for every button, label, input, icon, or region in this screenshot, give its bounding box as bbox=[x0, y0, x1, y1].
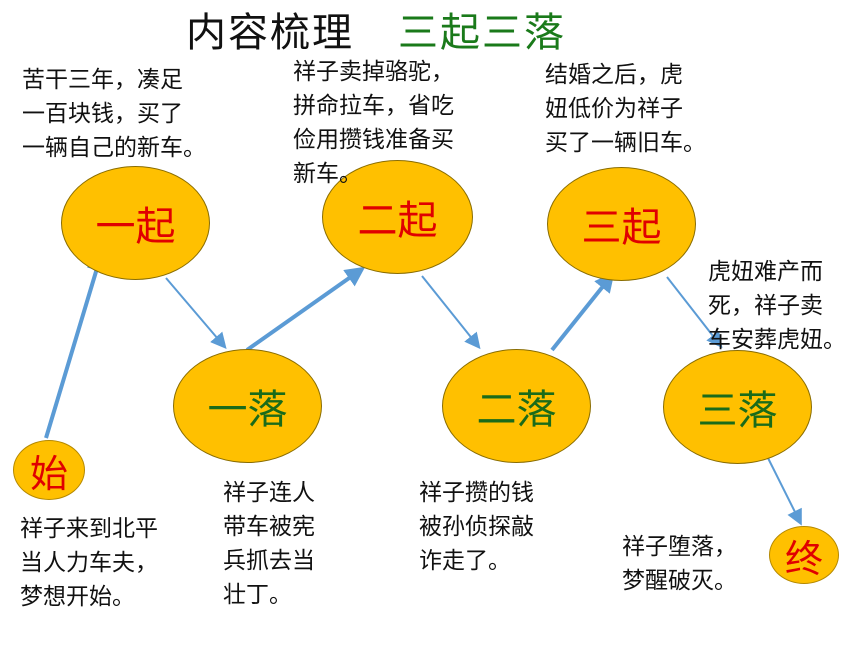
node-fall-3-label: 三落 bbox=[697, 388, 778, 434]
arrow-fall3-to-end bbox=[767, 457, 802, 526]
node-fall-2-label: 二落 bbox=[476, 387, 557, 433]
note-fall-2: 祥子攒的钱 被孙侦探敲 诈走了。 bbox=[419, 480, 534, 574]
note-rise-1: 苦干三年，凑足 一百块钱，买了 一辆自己的新车。 bbox=[22, 67, 206, 161]
node-rise-1-label: 一起 bbox=[95, 204, 176, 250]
node-rise-2: 二起 bbox=[322, 160, 473, 274]
title-main: 内容梳理 bbox=[186, 10, 354, 56]
page-title: 内容梳理三起三落 bbox=[186, 0, 566, 58]
node-fall-1: 一落 bbox=[173, 349, 322, 463]
node-fall-3: 三落 bbox=[663, 350, 812, 464]
note-end: 祥子堕落， 梦醒破灭。 bbox=[622, 534, 737, 594]
node-rise-3: 三起 bbox=[547, 167, 696, 281]
arrow-rise3-to-fall3 bbox=[666, 276, 723, 349]
note-fall-1: 祥子连人 带车被宪 兵抓去当 壮丁。 bbox=[223, 480, 315, 608]
note-rise-2: 祥子卖掉骆驼， 拼命拉车，省吃 俭用攒钱准备买 新车。 bbox=[293, 59, 454, 187]
arrow-fall1-to-rise2 bbox=[245, 266, 366, 352]
note-fall-3: 虎妞难产而 死，祥子卖 车安葬虎妞。 bbox=[708, 259, 846, 353]
node-rise-1: 一起 bbox=[61, 166, 210, 280]
arrow-start-to-rise1 bbox=[44, 251, 106, 439]
node-fall-1-label: 一落 bbox=[207, 387, 288, 433]
node-start: 始 bbox=[13, 440, 85, 500]
arrow-fall2-to-rise3 bbox=[550, 271, 615, 352]
node-rise-3-label: 三起 bbox=[581, 205, 662, 251]
arrow-rise2-to-fall2 bbox=[421, 275, 481, 350]
node-start-label: 始 bbox=[29, 451, 68, 496]
node-fall-2: 二落 bbox=[442, 349, 591, 463]
node-end-label: 终 bbox=[784, 536, 823, 581]
note-start: 祥子来到北平 当人力车夫， 梦想开始。 bbox=[20, 516, 158, 610]
node-rise-2-label: 二起 bbox=[357, 198, 438, 244]
arrow-rise1-to-fall1 bbox=[165, 277, 227, 350]
title-accent: 三起三落 bbox=[398, 10, 566, 56]
note-rise-3: 结婚之后，虎 妞低价为祥子 买了一辆旧车。 bbox=[545, 62, 706, 156]
node-end: 终 bbox=[769, 526, 839, 584]
